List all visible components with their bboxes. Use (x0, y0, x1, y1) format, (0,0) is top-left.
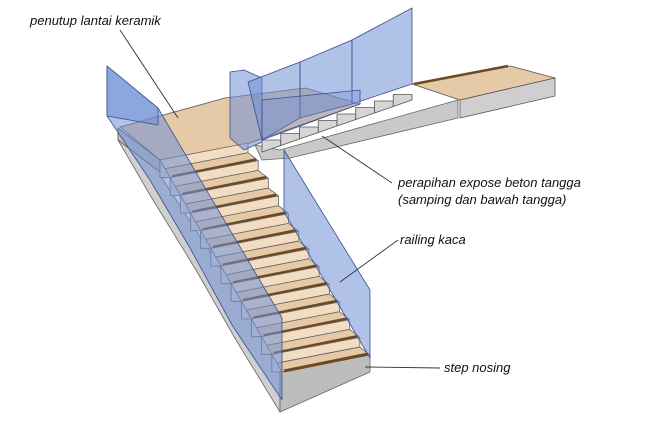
leader-floor-finish (119, 29, 179, 119)
leader-glass-railing (339, 239, 399, 283)
upper-step-profile (299, 126, 319, 140)
step-nosing-12 (283, 352, 369, 373)
upper-step-profile (317, 120, 338, 133)
glass-panel-left-lower (106, 65, 283, 401)
upper-flight (261, 64, 556, 153)
upper-step-profile (392, 94, 413, 107)
upper-landing-nosing (413, 64, 509, 86)
leader-step-nosing (364, 366, 441, 369)
glass-panel-landing (261, 89, 361, 141)
glass-panel-left-corner (106, 65, 159, 126)
upper-flight-concrete-soffit (254, 99, 459, 161)
step-nosing-11 (273, 334, 359, 355)
glass-panel-right-lower (283, 149, 371, 359)
upper-landing-edge (459, 77, 556, 119)
leader-concrete-finish (321, 135, 393, 184)
label-step-nosing: step nosing (444, 360, 511, 375)
label-concrete-finish-line1: perapihan expose beton tangga (398, 175, 581, 190)
upper-step-profile (355, 107, 375, 120)
label-concrete-finish-line2: (samping dan bawah tangga) (398, 192, 567, 207)
glass-railing-panels (106, 7, 413, 401)
concrete-stair-structure (117, 99, 459, 413)
label-glass-railing: railing kaca (400, 232, 466, 247)
glass-panel-upper-3 (351, 7, 413, 105)
upper-step-profile (374, 100, 394, 114)
label-leader-lines (119, 29, 441, 369)
upper-step-profile (280, 133, 300, 146)
upper-step-profile (336, 113, 357, 127)
label-floor-finish: penutup lantai keramik (30, 13, 161, 28)
